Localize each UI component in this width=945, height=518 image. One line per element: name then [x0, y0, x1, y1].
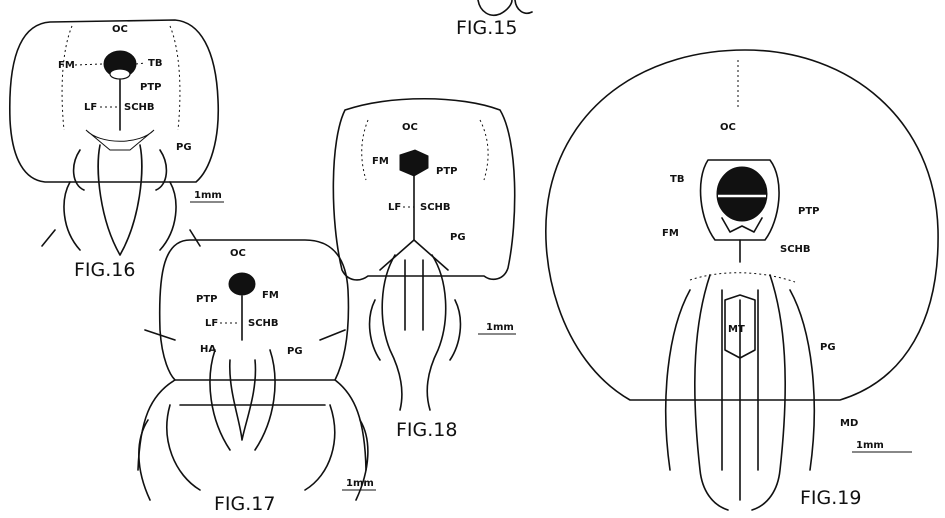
fig17-label-oc: OC [230, 248, 246, 259]
fig16-label-pg: PG [176, 142, 192, 153]
figure-18: OC FM PTP LF SCHB PG 1mm FIG.18 [333, 99, 516, 441]
fig17-label-ha: HA [200, 344, 216, 355]
fig16-label-oc: OC [112, 24, 128, 35]
fig18-label-fm: FM [372, 156, 389, 167]
fig19-label-oc: OC [720, 122, 736, 133]
fig18-scale-label: 1mm [486, 322, 514, 333]
fig19-label-pg: PG [820, 342, 836, 353]
fig18-label-pg: PG [450, 232, 466, 243]
fig16-tentorial-bridge [110, 69, 130, 79]
fig16-head-capsule [10, 20, 218, 182]
fig16-leader-tb [136, 63, 146, 64]
fig19-dotted-line-gular [690, 273, 795, 282]
fig18-head-capsule [333, 99, 514, 280]
fig16-caption: FIG.16 [74, 259, 135, 281]
fig19-scale-label: 1mm [856, 440, 884, 451]
fig19-mouthparts [695, 275, 785, 510]
fig19-foramen-magnum [717, 167, 767, 221]
fig17-scale-label: 1mm [346, 478, 374, 489]
fig19-label-fm: FM [662, 228, 679, 239]
fig16-label-fm: FM [58, 60, 75, 71]
fig17-label-schb: SCHB [248, 318, 279, 329]
fig15-caption: FIG.15 [456, 17, 517, 39]
fig18-label-oc: OC [402, 122, 418, 133]
fig16-stippled-area [86, 130, 154, 150]
fig16-scale-label: 1mm [194, 190, 222, 201]
fig15-drawing-fragment-right [515, 0, 532, 13]
fig16-label-schb: SCHB [124, 102, 155, 113]
fig16-dotted-line-left [62, 26, 72, 130]
fig19-label-schb: SCHB [780, 244, 811, 255]
fig17-foramen-magnum [229, 273, 255, 295]
fig18-label-schb: SCHB [420, 202, 451, 213]
fig17-antennae [145, 330, 345, 340]
fig18-foramen-magnum [400, 150, 428, 176]
figure-17: OC PTP FM LF SCHB HA PG 1mm FIG.17 [138, 240, 376, 515]
fig18-palps [370, 300, 461, 360]
figure-15: FIG.15 [456, 0, 532, 39]
fig18-dotted-line-left [362, 120, 368, 180]
fig16-dotted-line-right [170, 26, 180, 130]
fig16-leader-fm [75, 64, 102, 65]
fig17-label-pg: PG [287, 346, 303, 357]
fig19-label-md: MD [840, 418, 858, 429]
fig16-label-lf: LF [84, 102, 97, 113]
fig18-label-lf: LF [388, 202, 401, 213]
fig19-head-capsule [546, 50, 938, 400]
fig16-label-tb: TB [148, 58, 162, 69]
fig17-head-capsule [160, 240, 349, 380]
figure-16: OC FM TB PTP LF SCHB PG 1mm FIG.16 [10, 20, 224, 281]
fig19-label-tb: TB [670, 174, 684, 185]
fig18-caption: FIG.18 [396, 419, 457, 441]
fig18-label-ptp: PTP [436, 166, 457, 177]
fig17-label-fm: FM [262, 290, 279, 301]
fig15-drawing-fragment [478, 0, 512, 15]
fig17-mouthparts [210, 350, 275, 450]
figure-19: OC TB PTP FM SCHB MT PG MD 1mm FIG.19 [546, 50, 938, 510]
fig17-body-outline [167, 405, 335, 490]
fig19-label-mt: MT [728, 324, 745, 335]
fig16-label-ptp: PTP [140, 82, 161, 93]
fig17-label-lf: LF [205, 318, 218, 329]
fig19-caption: FIG.19 [800, 487, 861, 509]
fig16-mouthparts [64, 145, 176, 255]
fig17-label-ptp: PTP [196, 294, 217, 305]
fig17-caption: FIG.17 [214, 493, 275, 515]
fig18-dotted-line-right [480, 120, 488, 180]
fig18-mouthparts [382, 255, 446, 410]
fig19-label-ptp: PTP [798, 206, 819, 217]
fig16-genae [74, 150, 167, 190]
